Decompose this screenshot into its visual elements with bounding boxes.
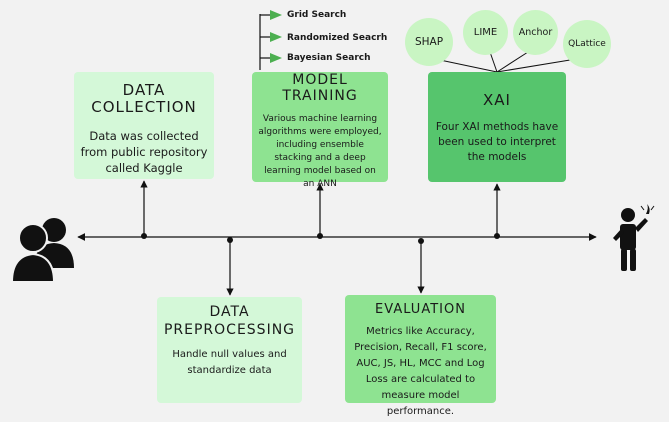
connector-shap: [439, 59, 498, 73]
xai-title: XAI: [483, 91, 511, 109]
data-collection-box: DATA COLLECTION Data was collected from …: [74, 72, 214, 179]
node-data-preprocessing: [227, 237, 233, 243]
node-xai: [494, 233, 500, 239]
xai-method-lime: LIME: [463, 10, 508, 55]
data-preprocessing-box: DATA PREPROCESSING Handle null values an…: [157, 297, 302, 403]
arrow-green-icon: [270, 10, 282, 20]
model-training-box: MODEL TRAINING Various machine learning …: [252, 72, 388, 189]
connector-qlattice: [496, 59, 571, 73]
data-collection-title: DATA COLLECTION: [91, 81, 197, 116]
search-method-randomized: Randomized Seacrh: [287, 33, 388, 43]
search-method-grid: Grid Search: [287, 10, 347, 20]
node-model-training: [317, 233, 323, 239]
xai-method-qlattice: QLattice: [563, 20, 611, 68]
xai-method-anchor: Anchor: [513, 10, 558, 55]
xai-box: XAI Four XAI methods have been used to i…: [428, 72, 566, 182]
evaluation-title: EVALUATION: [375, 302, 466, 317]
evaluation-text: Metrics like Accuracy, Precision, Recall…: [354, 326, 487, 417]
arrow-green-icon: [270, 53, 282, 63]
data-preprocessing-text: Handle null values and standardize data: [172, 349, 287, 376]
node-evaluation: [418, 238, 424, 244]
model-training-title: MODEL TRAINING: [282, 72, 358, 104]
connector-lime: [489, 51, 498, 73]
evaluation-box: EVALUATION Metrics like Accuracy, Precis…: [345, 295, 496, 417]
node-data-collection: [141, 233, 147, 239]
data-collection-text: Data was collected from public repositor…: [80, 129, 208, 175]
users-icon: [10, 218, 74, 283]
search-method-bayesian: Bayesian Search: [287, 53, 371, 63]
data-preprocessing-title: DATA PREPROCESSING: [163, 304, 296, 338]
connector-anchor: [496, 51, 529, 73]
xai-method-shap: SHAP: [405, 18, 453, 66]
arrow-green-icon: [270, 32, 282, 42]
model-training-text: Various machine learning algorithms were…: [258, 114, 382, 189]
person-idea-icon: [613, 204, 655, 271]
xai-text: Four XAI methods have been used to inter…: [435, 121, 559, 163]
